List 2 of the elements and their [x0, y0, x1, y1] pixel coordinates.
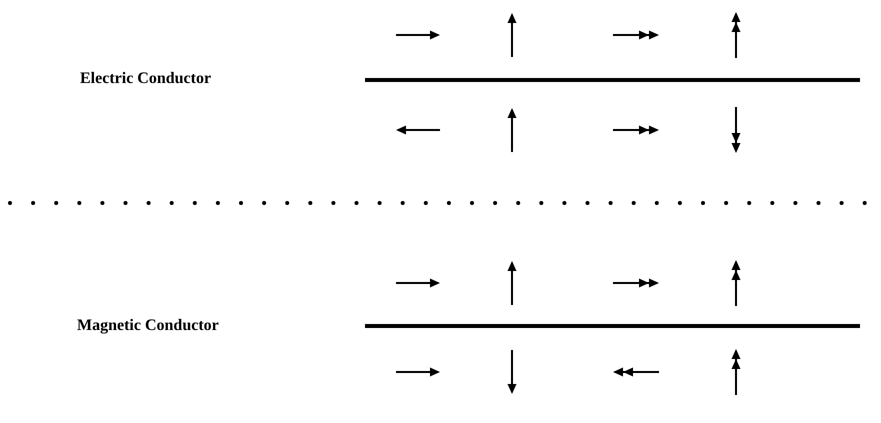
conductor-label: Magnetic Conductor: [77, 317, 219, 335]
conductor-label: Electric Conductor: [80, 70, 212, 88]
